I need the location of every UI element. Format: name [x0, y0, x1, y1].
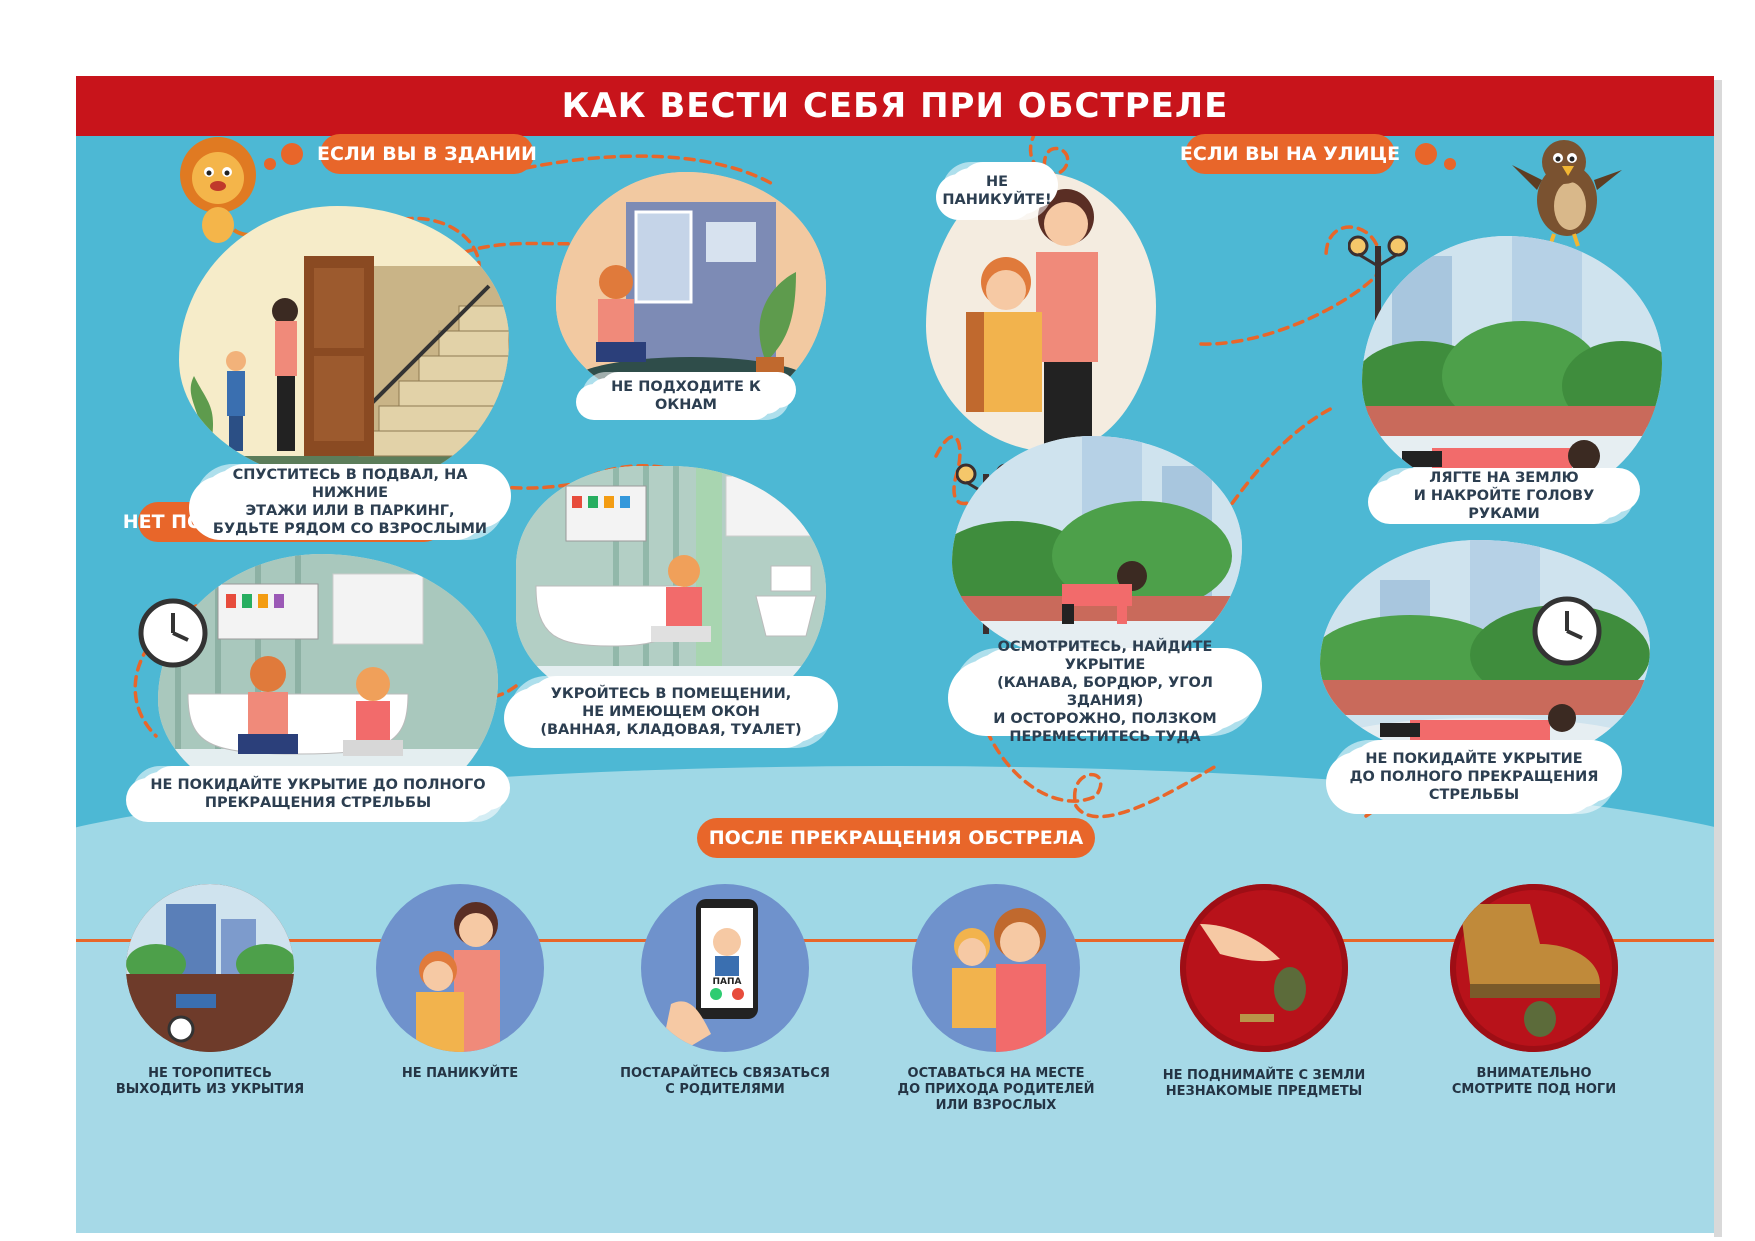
after-icon-call-parents: ПАПА: [641, 884, 809, 1052]
after-icon-wait-shelter: [126, 884, 294, 1052]
page-title: КАК ВЕСТИ СЕБЯ ПРИ ОБСТРЕЛЕ: [561, 86, 1229, 126]
after-section-band: [76, 942, 1714, 1233]
tip-lie-down: ЛЯГТЕ НА ЗЕМЛЮ И НАКРОЙТЕ ГОЛОВУ РУКАМИ: [1380, 470, 1628, 522]
phone-caller-label: ПАПА: [713, 977, 742, 987]
after-caption-1: НЕ ТОРОПИТЕСЬ ВЫХОДИТЬ ИЗ УКРЫТИЯ: [115, 1066, 305, 1097]
after-caption-6: ВНИМАТЕЛЬНО СМОТРИТЕ ПОД НОГИ: [1451, 1066, 1617, 1097]
after-caption-5: НЕ ПОДНИМАЙТЕ С ЗЕМЛИ НЕЗНАКОМЫЕ ПРЕДМЕТ…: [1162, 1068, 1366, 1099]
tip-no-panic-bubble: НЕ ПАНИКУЙТЕ!: [942, 168, 1052, 214]
scene-basement-stairs: [179, 206, 509, 486]
scene-mother-child: [926, 172, 1156, 452]
after-icon-no-pickup: [1180, 884, 1348, 1052]
decor-dot: [264, 158, 276, 170]
after-icon-watch-step: [1450, 884, 1618, 1052]
decor-dot: [281, 143, 303, 165]
after-caption-3: ПОСТАРАЙТЕСЬ СВЯЗАТЬСЯ С РОДИТЕЛЯМИ: [620, 1066, 830, 1097]
poster: КАК ВЕСТИ СЕБЯ ПРИ ОБСТРЕЛЕ ЕСЛИ ВЫ В ЗД…: [76, 76, 1714, 1233]
scene-crawl-to-cover: [952, 436, 1242, 666]
tip-basement: СПУСТИТЕСЬ В ПОДВАЛ, НА НИЖНИЕ ЭТАЖИ ИЛИ…: [201, 467, 499, 537]
tip-hide-room: УКРОЙТЕСЬ В ПОМЕЩЕНИИ, НЕ ИМЕЮЩЕМ ОКОН (…: [516, 682, 826, 742]
scene-room-windows: [556, 172, 826, 412]
lion-mascot-icon: [180, 137, 266, 243]
scene-lie-down-park: [1362, 236, 1662, 501]
scene-bathroom-no-windows: [516, 466, 826, 716]
after-caption-2: НЕ ПАНИКУЙТЕ: [401, 1066, 519, 1081]
after-caption-4: ОСТАВАТЬСЯ НА МЕСТЕ ДО ПРИХОДА РОДИТЕЛЕЙ…: [897, 1066, 1095, 1113]
tip-windows: НЕ ПОДХОДИТЕ К ОКНАМ: [588, 378, 784, 414]
clock-icon: [1532, 596, 1602, 666]
tip-stay-shelter-street: НЕ ПОКИДАЙТЕ УКРЫТИЕ ДО ПОЛНОГО ПРЕКРАЩЕ…: [1338, 746, 1610, 808]
title-bar: КАК ВЕСТИ СЕБЯ ПРИ ОБСТРЕЛЕ: [76, 76, 1714, 136]
decor-dot: [1415, 143, 1437, 165]
section-after-label: ПОСЛЕ ПРЕКРАЩЕНИЯ ОБСТРЕЛА: [697, 818, 1095, 858]
section-street-label: ЕСЛИ ВЫ НА УЛИЦЕ: [1180, 134, 1400, 174]
section-building-label: ЕСЛИ ВЫ В ЗДАНИИ: [317, 134, 537, 174]
after-icon-no-panic: [376, 884, 544, 1052]
after-icon-stay-place: [912, 884, 1080, 1052]
poster-shadow: [1714, 80, 1722, 1237]
tip-find-cover: ОСМОТРИТЕСЬ, НАЙДИТЕ УКРЫТИЕ (КАНАВА, БО…: [960, 639, 1250, 745]
clock-icon: [138, 598, 208, 668]
decor-dot: [1444, 158, 1456, 170]
eagle-mascot-icon: [1512, 140, 1622, 247]
after-section-divider: [76, 939, 1714, 942]
tip-stay-shelter-building: НЕ ПОКИДАЙТЕ УКРЫТИЕ ДО ПОЛНОГО ПРЕКРАЩЕ…: [138, 772, 498, 816]
